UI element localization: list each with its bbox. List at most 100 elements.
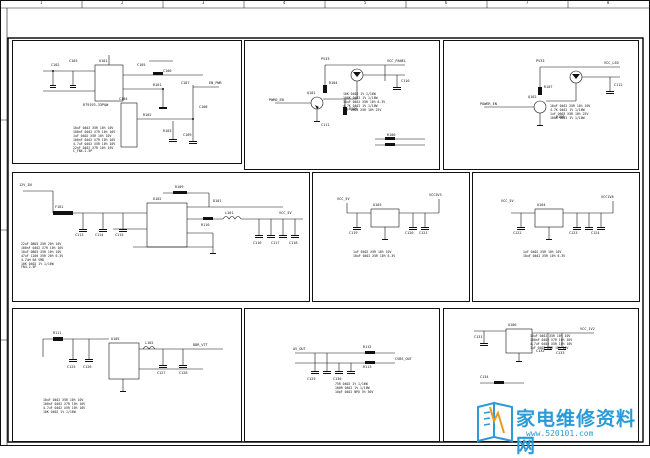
ref-label: C129 [307, 377, 316, 381]
ref-label: C102 [51, 63, 60, 67]
circuit-ldo-1v8 [511, 201, 614, 240]
ref-label: C110 [401, 79, 410, 83]
ref-label: C119 [349, 231, 358, 235]
ref-label: C124 [591, 231, 600, 235]
ref-label: R109 [175, 185, 184, 189]
ref-label: U103 [373, 203, 382, 207]
zone-label: 5 [364, 0, 367, 5]
panel-ldo-3v3: VCC_5V U103 C119 C120 VCC3V3 C121 1uF 04… [312, 172, 470, 302]
bom-notes: 1uF 0402 X5R 10% 10V 10uF 0402 X5R 10% 6… [353, 250, 396, 258]
ref-label: C108 [199, 105, 208, 109]
panel-ldo-1v8: VCC_5V U104 C122 C123 VCC1V8 C124 1uF 04… [472, 172, 640, 302]
ref-label: U104 [537, 203, 546, 207]
ref-label: R106 [387, 133, 396, 137]
ref-label: C117 [271, 241, 280, 245]
bom-notes: 75R 0402 1% 1/16W 100R 0402 1% 1/16W 10p… [335, 382, 374, 394]
circuit-power-switch [275, 64, 425, 146]
net-label: VCC_5V [501, 199, 514, 203]
bom-notes: 10uF 0402 X5R 10% 10V 100nF 0402 X7R 10%… [530, 334, 573, 350]
panel-power-switch: PV33 Q101 PWRD_EN R104 R105 R106 VCC_PAN… [244, 40, 440, 170]
bom-notes: 10uF 0402 X5R 10% 10V 4.7K 0402 1% 1/16W… [550, 104, 591, 120]
circuit-led-switch [484, 66, 620, 126]
net-label: POWER_EN [480, 102, 497, 106]
watermark: 家电维修资料网 www.520101.com [470, 395, 648, 457]
net-label: VCC_5V [279, 211, 292, 215]
ref-label: C132 [536, 349, 545, 353]
ref-label: C104 [119, 97, 128, 101]
bom-notes: 10K 0402 1% 1/16W 100K 0402 1% 1/16W 10u… [343, 92, 386, 112]
zone-label: 6 [445, 0, 448, 5]
bom-notes: 1uF 0402 X5R 10% 10V 10uF 0402 X5R 10% 6… [523, 250, 566, 258]
ref-label: U106 [508, 323, 517, 327]
ref-label: L101 [225, 211, 234, 215]
circuit-ddr-vtt [42, 337, 223, 392]
ref-label: C115 [115, 233, 124, 237]
ref-label: C133 [556, 351, 565, 355]
ref-label: Q102 [528, 95, 537, 99]
ref-label: C107 [181, 81, 190, 85]
net-label: VCC_5V [337, 197, 350, 201]
ref-label: C111 [321, 123, 330, 127]
ref-label: F101 [55, 205, 64, 209]
ref-label: C114 [95, 233, 104, 237]
ref-label: C130 [333, 377, 342, 381]
ref-label: C112 [614, 83, 623, 87]
circuit-ldo-3v3 [346, 199, 440, 240]
ref-label: D101 [213, 199, 222, 203]
ref-label: C125 [67, 365, 76, 369]
zone-label: 8 [607, 0, 610, 5]
ref-label: C127 [157, 371, 166, 375]
zone-label: 7 [526, 0, 529, 5]
ref-label: R105 [349, 107, 358, 111]
ref-label: R107 [544, 85, 553, 89]
net-label: 12V_IN [19, 183, 32, 187]
circuit-av-output [295, 351, 395, 374]
book-icon [477, 401, 513, 443]
net-label: PV33 [321, 57, 330, 61]
net-label: VCC_LED [604, 61, 619, 65]
ref-label: C134 [480, 375, 489, 379]
ref-label: Q101 [307, 91, 316, 95]
panel-led-switch: PV33 Q102 POWER_EN R107 R108 C112 VCC_LE… [443, 40, 639, 170]
ref-label: C105 [137, 63, 146, 67]
net-label: VCC_PANEL [387, 59, 406, 63]
ref-label: R103 [163, 129, 172, 133]
ref-label: C116 [253, 241, 262, 245]
part-number: RT9193-33PQW [83, 103, 109, 107]
net-label: EN_PWR [209, 81, 222, 85]
ref-label: R113 [363, 365, 372, 369]
ref-label: R104 [329, 81, 338, 85]
zone-label: 2 [121, 0, 124, 5]
net-label: AV_OUT [293, 347, 306, 351]
net-label: PWRD_EN [269, 98, 284, 102]
ref-label: C121 [419, 231, 428, 235]
bom-notes: 10uF 0402 X5R 10% 10V 100nF 0402 X7R 10%… [73, 126, 116, 154]
ref-label: C109 [183, 133, 192, 137]
panel-ddr-vtt: R111 C125 U105 C126 L102 C127 DDR_VTT C1… [12, 308, 242, 442]
ref-label: R111 [53, 331, 62, 335]
panel-av-output: AV_OUT R112 R113 CVBS_OUT C129 C130 75R … [244, 308, 440, 442]
ref-label: C128 [179, 371, 188, 375]
ref-label: L102 [145, 341, 154, 345]
zone-label: 3 [202, 0, 205, 5]
circuit-buck [23, 190, 303, 254]
panel-ldo-1v2: C131 U106 C132 C133 C134 VCC_1V2 10uF 04… [443, 308, 639, 442]
net-label: VCC_1V2 [580, 327, 595, 331]
net-label: PV33 [536, 59, 545, 63]
ref-label: C120 [405, 231, 414, 235]
zone-label: 1 [40, 0, 43, 5]
net-label: CVBS_OUT [395, 357, 412, 361]
panel-ldo-regulator: C102 C103 U101 RT9193-33PQW C104 C105 C1… [12, 40, 242, 164]
ref-label: C123 [569, 231, 578, 235]
bom-notes: 22uF 0805 X5R 20% 16V 100nF 0402 X7R 10%… [21, 242, 64, 270]
ref-label: R102 [143, 113, 152, 117]
net-label: VCC1V8 [601, 195, 614, 199]
ref-label: R108 [556, 115, 565, 119]
watermark-url: www.520101.com [526, 429, 594, 438]
bom-notes: 10uF 0402 X5R 10% 10V 100nF 0402 X7R 10%… [43, 398, 86, 414]
ref-label: C106 [163, 69, 172, 73]
ref-label: U105 [111, 337, 120, 341]
panel-buck-converter: 12V_IN F101 C113 C114 C115 U102 L101 R10… [12, 172, 310, 302]
ref-label: C118 [289, 241, 298, 245]
ref-label: C103 [69, 59, 78, 63]
